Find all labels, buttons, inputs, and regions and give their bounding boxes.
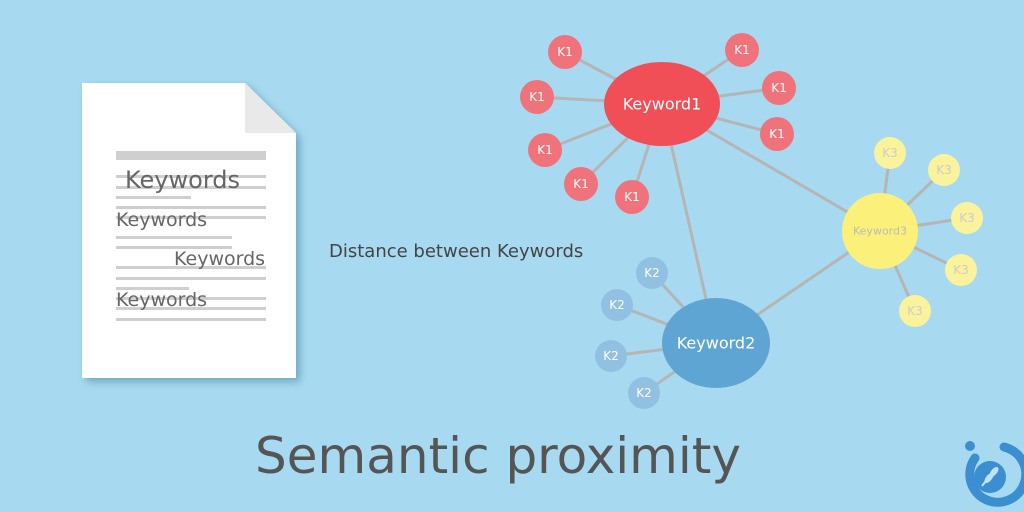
- keyword3-satellite-node: K3: [928, 154, 960, 186]
- keyword3-label: Keyword3: [853, 225, 907, 238]
- keyword3-satellite-node: K3: [874, 137, 906, 169]
- keyword1-satellite-circle: [520, 80, 554, 114]
- keyword1-satellite-circle: [548, 35, 582, 69]
- keyword1-satellite-node: K1: [760, 117, 794, 151]
- keyword1-satellite-node: K1: [725, 33, 759, 67]
- keyword1-satellite-node: K1: [520, 80, 554, 114]
- keyword1-satellite-node: K1: [528, 133, 562, 167]
- keyword2-satellite-label: K2: [636, 386, 652, 400]
- keyword1-satellite-node: K1: [564, 167, 598, 201]
- keyword1-satellite-node: K1: [762, 71, 796, 105]
- document-keyword-3: Keywords: [174, 248, 265, 270]
- keyword2-satellite-node: K2: [636, 257, 668, 289]
- keyword3-satellite-circle: [899, 295, 931, 327]
- keyword1-satellite-label: K1: [624, 190, 640, 204]
- keyword2-ellipse: [662, 298, 770, 388]
- keyword2-satellite-circle: [601, 289, 633, 321]
- keyword1-satellite-circle: [528, 133, 562, 167]
- keyword1-satellite-label: K1: [557, 45, 573, 59]
- keyword1-ellipse: [604, 62, 720, 146]
- keyword3-satellite-circle: [928, 154, 960, 186]
- keyword2-node: Keyword2: [662, 298, 770, 388]
- keyword1-satellite-node: K1: [548, 35, 582, 69]
- keyword1-satellite-label: K1: [573, 177, 589, 191]
- keyword3-satellite-node: K3: [951, 202, 983, 234]
- keyword3-satellite-label: K3: [936, 163, 952, 177]
- keyword3-satellite-label: K3: [959, 211, 975, 225]
- keyword3-satellite-circle: [945, 254, 977, 286]
- keyword3-ellipse: [842, 193, 918, 269]
- document-keyword-4: Keywords: [116, 289, 207, 311]
- keyword3-satellite-label: K3: [953, 263, 969, 277]
- keyword1-satellite-label: K1: [537, 143, 553, 157]
- keyword1-satellite-circle: [725, 33, 759, 67]
- keyword1-satellite-label: K1: [734, 43, 750, 57]
- keyword3-satellite-node: K3: [945, 254, 977, 286]
- keyword2-satellite-circle: [595, 340, 627, 372]
- keyword1-satellite-circle: [762, 71, 796, 105]
- document-keyword-1: Keywords: [125, 166, 240, 194]
- keyword1-satellite-circle: [615, 180, 649, 214]
- keyword1-label: Keyword1: [623, 95, 702, 114]
- keyword1-satellite-circle: [564, 167, 598, 201]
- keyword3-satellite-label: K3: [907, 304, 923, 318]
- keyword2-satellite-node: K2: [595, 340, 627, 372]
- keyword2-label: Keyword2: [677, 334, 756, 353]
- keyword2-satellite-node: K2: [628, 377, 660, 409]
- keyword1-satellite-circle: [760, 117, 794, 151]
- keyword2-satellite-label: K2: [603, 349, 619, 363]
- keyword3-satellite-circle: [874, 137, 906, 169]
- keyword2-satellite-circle: [628, 377, 660, 409]
- page-title: Semantic proximity: [255, 427, 741, 485]
- keyword1-node: Keyword1: [604, 62, 720, 146]
- keyword2-satellite-label: K2: [644, 266, 660, 280]
- keyword1-satellite-label: K1: [769, 127, 785, 141]
- document-lines: [116, 151, 266, 321]
- document-icon: Keywords Keywords Keywords Keywords: [82, 83, 296, 378]
- keyword2-satellite-label: K2: [609, 298, 625, 312]
- distance-label: Distance between Keywords: [329, 241, 583, 262]
- keyword1-satellite-node: K1: [615, 180, 649, 214]
- document-keyword-2: Keywords: [116, 209, 207, 231]
- keyword2-satellite-circle: [636, 257, 668, 289]
- keyword3-node: Keyword3: [842, 193, 918, 269]
- keyword2-satellite-node: K2: [601, 289, 633, 321]
- keyword3-satellite-node: K3: [899, 295, 931, 327]
- keyword3-satellite-label: K3: [882, 146, 898, 160]
- keyword1-satellite-label: K1: [529, 90, 545, 104]
- keyword1-satellite-label: K1: [771, 81, 787, 95]
- keyword3-satellite-circle: [951, 202, 983, 234]
- wheat-logo-icon: [965, 441, 1024, 507]
